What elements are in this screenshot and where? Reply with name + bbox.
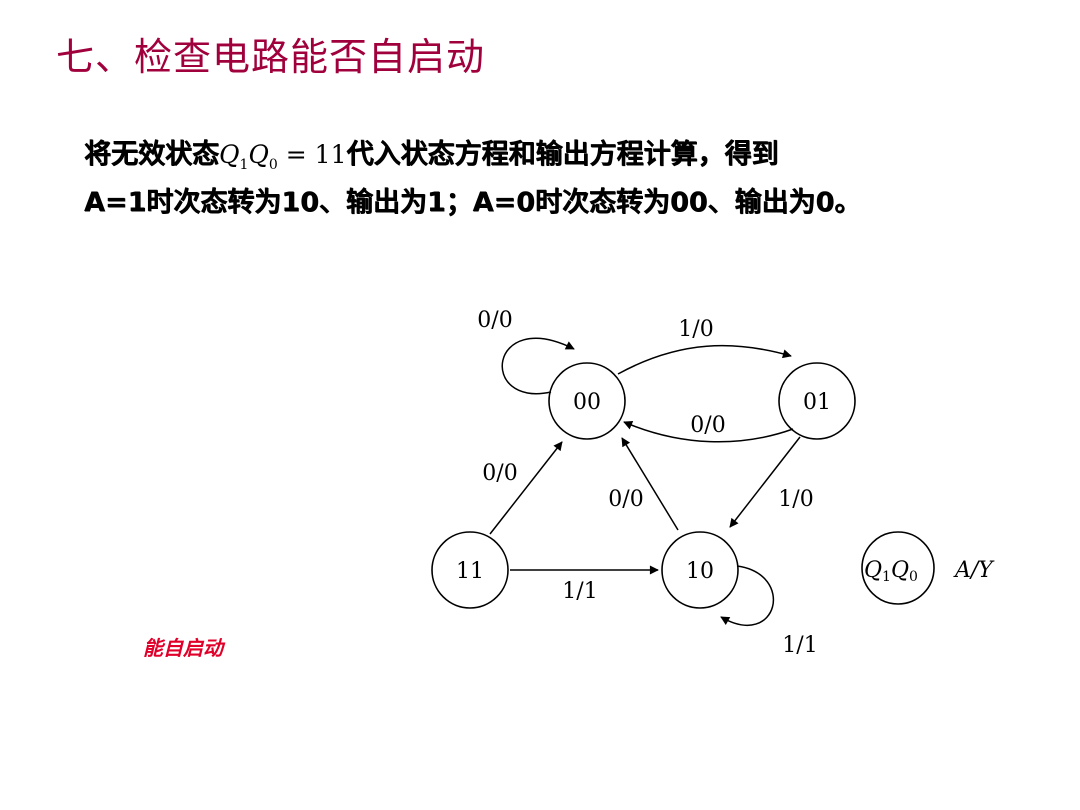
- state-10: 10: [661, 531, 739, 609]
- self-start-note: 能自启动: [143, 636, 223, 660]
- transition-01-10-label: 1/0: [778, 487, 813, 512]
- description-line-2: A=1时次态转为10、输出为1；A=0时次态转为00、输出为0。: [84, 187, 862, 218]
- state-10-label: 10: [686, 559, 714, 584]
- transition-11-10-label: 1/1: [562, 579, 597, 604]
- state-01-label: 01: [803, 390, 831, 415]
- transition-10-10-label: 1/1: [782, 633, 817, 658]
- transition-00-00-label: 0/0: [477, 308, 512, 333]
- transition-10-00-label: 0/0: [608, 487, 643, 512]
- description-text: 将无效状态Q1Q0 = 11代入状态方程和输出方程计算，得到 A=1时次态转为1…: [84, 136, 861, 221]
- description-line-1: 将无效状态Q1Q0 = 11代入状态方程和输出方程计算，得到: [84, 136, 861, 184]
- transition-00-01-label: 1/0: [678, 317, 713, 342]
- diagram-legend: Q1Q0 A/Y: [861, 531, 995, 605]
- state-01: 01: [778, 362, 856, 440]
- state-00-label: 00: [573, 390, 601, 415]
- transition-10-10: [720, 565, 775, 626]
- legend-state-notation: Q1Q0: [864, 558, 918, 585]
- state-11: 11: [431, 531, 509, 609]
- state-11-label: 11: [456, 559, 484, 584]
- transition-00-00: [501, 337, 575, 395]
- page-title: 七、检查电路能否自启动: [56, 35, 486, 79]
- line1-suffix: 代入状态方程和输出方程计算，得到: [346, 139, 779, 170]
- legend-io-label: A/Y: [953, 558, 995, 583]
- transition-01-00-label: 0/0: [690, 413, 725, 438]
- line1-prefix: 将无效状态: [84, 139, 219, 170]
- transition-01-00: [623, 421, 794, 443]
- state-00: 00: [548, 362, 626, 440]
- transition-01-10: [729, 436, 801, 528]
- transition-11-00: [489, 441, 563, 535]
- transition-11-00-label: 0/0: [482, 461, 517, 486]
- state-formula: Q1Q0 = 11: [219, 140, 347, 173]
- transition-00-01: [617, 344, 792, 375]
- transition-10-00: [621, 437, 679, 531]
